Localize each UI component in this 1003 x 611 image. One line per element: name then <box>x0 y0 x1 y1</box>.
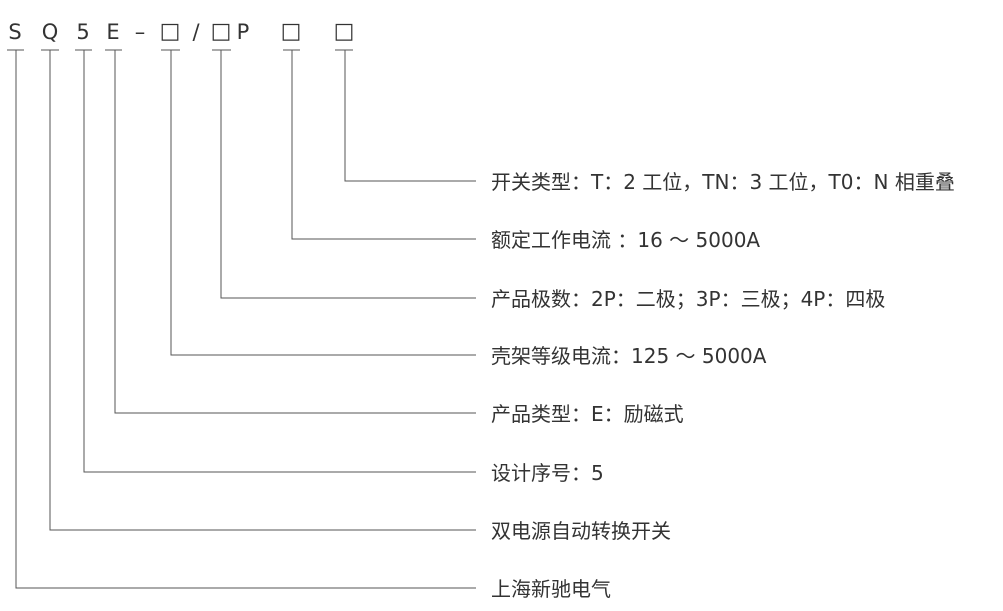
label-switch-type: 开关类型：T：2 工位，TN：3 工位，T0：N 相重叠 <box>491 170 955 194</box>
label-rated-current: 额定工作电流 ：16 ～ 5000A <box>491 228 761 252</box>
label-product-name: 双电源自动转换开关 <box>491 519 671 543</box>
code-char-q: Q <box>41 20 59 44</box>
code-char-s: S <box>8 20 22 44</box>
label-product-type: 产品类型：E：励磁式 <box>491 402 684 426</box>
leader-product-name <box>49 50 476 531</box>
label-frame-current: 壳架等级电流：125 ～ 5000A <box>491 344 767 368</box>
leader-manufacturer <box>15 50 476 589</box>
label-design-no: 设计序号：5 <box>491 461 604 485</box>
code-box-frame-current: □ <box>159 19 181 44</box>
code-char-e: E <box>106 20 120 44</box>
leader-switch-type <box>344 50 476 182</box>
code-box-poles: □ <box>210 19 232 44</box>
code-char-dash: – <box>134 20 146 44</box>
leader-product-type <box>114 50 476 414</box>
code-char-5: 5 <box>76 20 90 44</box>
label-manufacturer: 上海新驰电气 <box>491 577 611 601</box>
code-box-switch-type: □ <box>333 19 355 44</box>
leader-frame-current <box>170 50 476 356</box>
code-char-slash: / <box>192 20 200 44</box>
code-char-p: P <box>236 20 250 44</box>
code-box-rated-current: □ <box>280 19 302 44</box>
label-poles: 产品极数：2P：二极；3P：三极；4P：四极 <box>491 287 886 311</box>
leader-rated-current <box>291 50 476 240</box>
leader-poles <box>220 50 476 299</box>
leader-design-no <box>83 50 476 473</box>
